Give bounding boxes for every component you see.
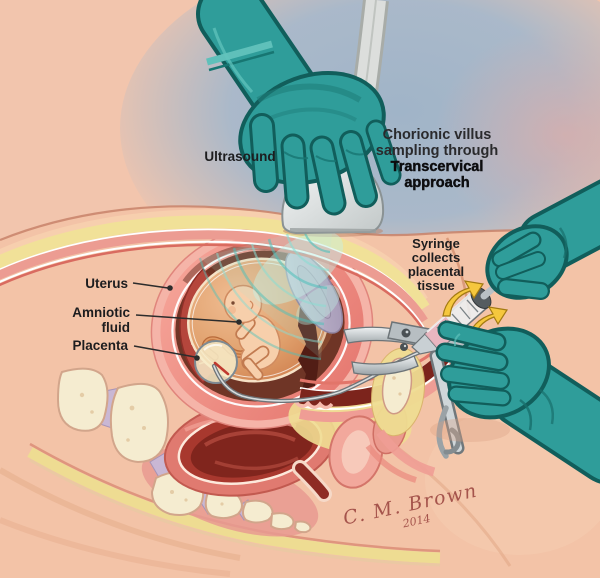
sacrum-vertebra xyxy=(109,382,169,464)
svg-text:Transcervical: Transcervical xyxy=(391,159,484,175)
fetus-eye xyxy=(231,301,235,305)
fetus xyxy=(223,284,281,381)
speculum-screw xyxy=(400,343,408,351)
syringe-caption: Syringe collects placental tissue xyxy=(408,236,464,293)
amniotic-fluid-label: fluid xyxy=(102,320,131,335)
speculum-hook xyxy=(443,427,461,455)
sampling-site-circle xyxy=(194,340,238,384)
labia-fold xyxy=(365,444,417,483)
procedure-title: Chorionic villus sampling through Transc… xyxy=(376,127,498,191)
labia-fold xyxy=(376,429,436,477)
coccyx-vertebra xyxy=(242,499,274,524)
coccyx-vertebra xyxy=(293,520,312,534)
leader-line-placenta xyxy=(133,345,196,358)
ultrasound-label: Ultrasound xyxy=(204,149,275,164)
svg-text:Syringe: Syringe xyxy=(412,236,460,251)
ultrasound-waves xyxy=(198,222,344,361)
speculum-lower-blade xyxy=(351,355,419,376)
leader-lines xyxy=(132,282,242,361)
svg-text:tissue: tissue xyxy=(417,278,455,293)
placenta-label: Placenta xyxy=(72,338,128,353)
sacrum-vertebra xyxy=(56,367,109,432)
glove-cuff xyxy=(206,40,273,66)
svg-text:placental: placental xyxy=(408,264,464,279)
clinician-hand-upper xyxy=(485,179,600,300)
bone-texture xyxy=(79,392,224,506)
clinician-hand-lower xyxy=(435,320,600,484)
fetus-ear xyxy=(249,300,254,310)
leader-line-amniotic-fluid xyxy=(135,314,238,323)
coccyx-vertebra xyxy=(269,512,295,531)
svg-text:collects: collects xyxy=(412,250,460,265)
uterus-label: Uterus xyxy=(85,276,128,291)
svg-text:approach: approach xyxy=(404,175,469,191)
aspirated-tissue xyxy=(213,361,230,376)
svg-text:sampling through: sampling through xyxy=(376,143,498,159)
leader-line-uterus xyxy=(132,282,169,289)
uterine-cavity xyxy=(298,303,319,390)
pink-corner-glow xyxy=(435,25,600,245)
aspiration-arrow xyxy=(442,280,484,317)
sacrum-vertebrae xyxy=(56,367,312,534)
speculum-screw xyxy=(401,328,411,338)
amniotic-fluid-label: Amniotic xyxy=(72,305,130,320)
svg-text:2014: 2014 xyxy=(401,512,432,531)
sonographer-hand-glove xyxy=(196,0,402,216)
svg-text:Chorionic villus: Chorionic villus xyxy=(383,127,492,143)
